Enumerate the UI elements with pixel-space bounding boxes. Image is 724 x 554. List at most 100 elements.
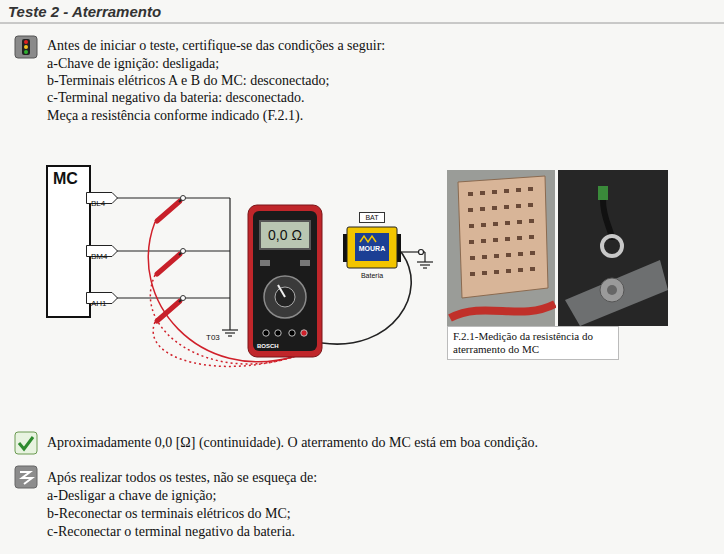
connector-pin (482, 271, 487, 275)
connector-pin (504, 205, 509, 209)
photo (447, 170, 668, 326)
ground-symbol (228, 335, 232, 336)
traffic-light-icon (24, 40, 28, 44)
ground-symbol (225, 332, 235, 333)
ground-symbol (222, 330, 238, 336)
battery-ground (424, 252, 425, 262)
ground-label: T03 (205, 333, 221, 343)
ground-symbol (222, 329, 238, 330)
connector-pin (494, 254, 499, 258)
battery-ground (420, 264, 430, 265)
multimeter-jack (289, 330, 295, 336)
connector-pin (504, 189, 509, 193)
connector-pin (516, 204, 521, 208)
instruction-text: Meça a resistência conforme indicado (F.… (47, 107, 303, 124)
connector-pin (517, 236, 522, 240)
test-probe (157, 201, 180, 221)
connector-pin (494, 270, 499, 274)
connector-pin (468, 208, 473, 212)
battery-tag: BAT (359, 212, 384, 223)
test-point (181, 196, 186, 301)
photo (557, 170, 668, 326)
pin-wire (229, 198, 230, 330)
reminder-text: c-Reconectar o terminal negativo da bate… (47, 523, 295, 540)
pin-name: AH1 (86, 298, 107, 310)
connector-pin (480, 191, 485, 195)
pin-wire (116, 198, 230, 330)
connector-pin (529, 235, 534, 239)
photo (603, 200, 612, 240)
connector-pin (470, 272, 475, 276)
brand-text: BOSCH (257, 343, 279, 350)
photo (602, 236, 622, 256)
battery-logo (360, 236, 376, 242)
battery-ground (423, 267, 427, 268)
figure-caption: F.2.1-Medição da resistência do aterrame… (447, 326, 619, 360)
reminder-icon (20, 472, 32, 484)
connector-pin (506, 253, 511, 257)
connector-pin (470, 256, 475, 260)
instruction-text: c-Terminal negativo da bateria: desconec… (47, 89, 305, 106)
connector-pin (505, 221, 510, 225)
check-icon (15, 432, 37, 454)
connector-pin (530, 251, 535, 255)
connector-pin (492, 206, 497, 210)
traffic-light-icon (24, 50, 28, 54)
reminder-text: Após realizar todos os testes, não se es… (47, 469, 317, 486)
test-probe (157, 198, 183, 321)
pin-tab: BM4 (86, 245, 118, 257)
battery-label: Bateria (361, 271, 383, 280)
test-probe (157, 301, 180, 321)
instruction-text: Antes de iniciar o teste, certifique-se … (47, 37, 385, 54)
photo (607, 285, 617, 295)
connector-pin (528, 203, 533, 207)
connector-pin (469, 224, 474, 228)
reminder-text: a-Desligar a chave de ignição; (47, 487, 216, 504)
connector-pin (468, 187, 535, 276)
pin-tab: BL4 (86, 192, 118, 204)
photo (458, 176, 548, 298)
multimeter-button (260, 260, 270, 266)
connector-pin (493, 222, 498, 226)
connector-pin (506, 269, 511, 273)
instruction-text: a-Chave de ignição: desligada; (47, 55, 219, 72)
pin-wire (116, 197, 230, 198)
pin-name: BL4 (86, 198, 105, 210)
connector-pin (492, 190, 497, 194)
connector-pin (481, 223, 486, 227)
traffic-light-icon (15, 36, 37, 58)
connector-pin (518, 252, 523, 256)
traffic-light-icon (22, 39, 30, 55)
pin-wire (116, 297, 230, 298)
connector-pin (468, 192, 473, 196)
test-point (181, 196, 186, 201)
battery-body (347, 227, 397, 268)
multimeter-button (300, 260, 310, 266)
connector-pin (482, 255, 487, 259)
connector-pin (469, 240, 474, 244)
battery-ground (419, 250, 424, 255)
battery-ground (417, 261, 433, 262)
pin-name: BM4 (86, 251, 107, 263)
title-rule (0, 23, 724, 24)
multimeter-dial (264, 276, 306, 318)
connector-pin (528, 187, 533, 191)
connector-pin (480, 207, 485, 211)
pin-tab: AH1 (86, 292, 118, 304)
connector-pin (517, 220, 522, 224)
battery-brand: MOURA (359, 244, 385, 253)
photo (447, 170, 555, 326)
control-module-box: MC (46, 165, 91, 318)
instruction-text: b-Terminais elétricos A e B do MC: desco… (47, 72, 329, 89)
pin-wire (116, 250, 230, 251)
multimeter-jack (275, 330, 281, 336)
result-text: Aproximadamente 0,0 [Ω] (continuidade). … (47, 434, 538, 451)
multimeter-jack (263, 330, 269, 336)
battery: BAT MOURA Bateria (343, 212, 401, 290)
connector-pin (529, 219, 534, 223)
multimeter-body (248, 205, 322, 357)
module-name: MC (53, 170, 78, 188)
check-icon (15, 432, 37, 454)
photo (450, 304, 555, 318)
test-probe (157, 254, 180, 274)
